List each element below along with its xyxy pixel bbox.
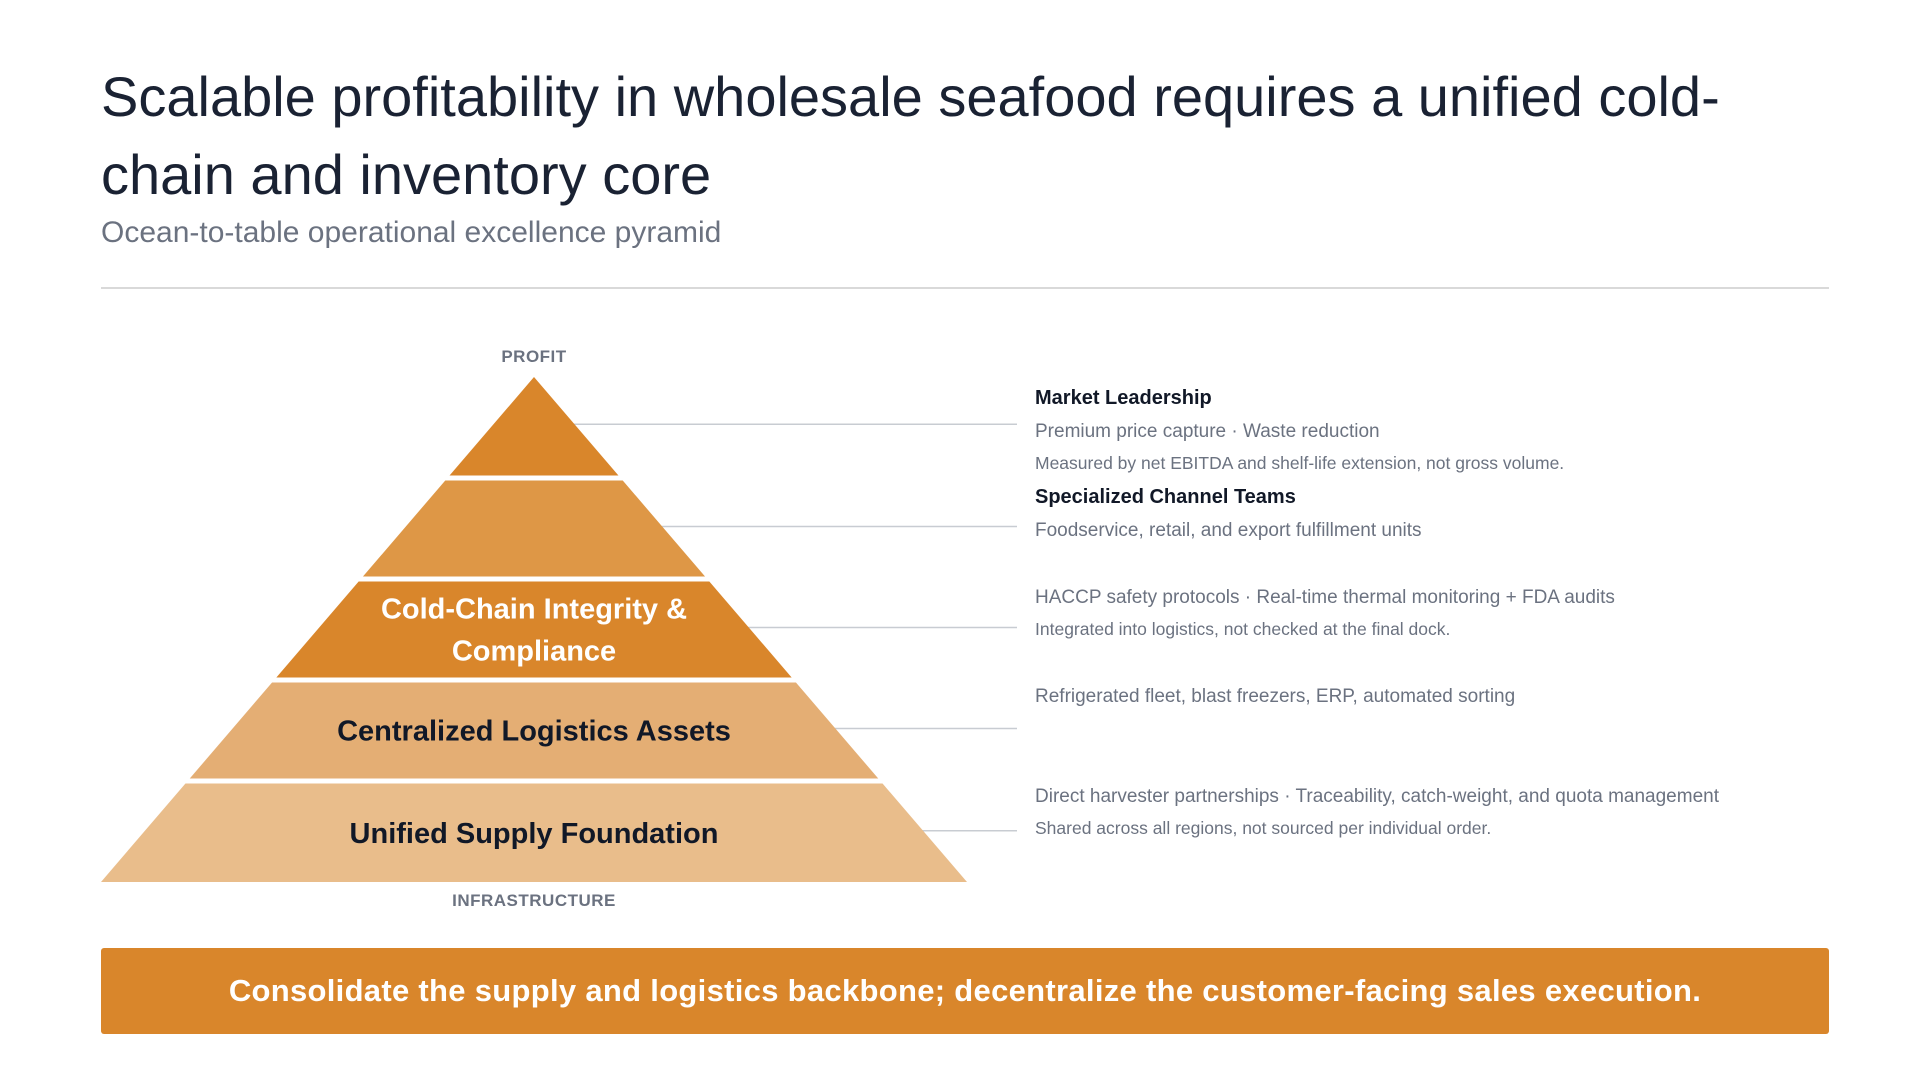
tier-description-line: Refrigerated fleet, blast freezers, ERP,… (1035, 686, 1516, 707)
pyramid-tier-5-label: Unified Supply Foundation (350, 818, 719, 850)
pyramid-tier-4 (189, 682, 879, 779)
takeaway-banner: Consolidate the supply and logistics bac… (101, 948, 1829, 1034)
tier-description-4: Refrigerated fleet, blast freezers, ERP,… (1035, 684, 1515, 716)
pyramid-tiers: Cold-Chain Integrity & ComplianceCentrali… (101, 377, 967, 882)
slide-subtitle: Ocean-to-table operational excellence py… (101, 216, 722, 249)
connector-lines (562, 423, 1017, 832)
tier-description-note: Measured by net EBITDA and shelf-life ex… (1035, 453, 1565, 473)
tier-description-line: Direct harvester partnerships · Traceabi… (1035, 786, 1719, 807)
pyramid-tier-4-label: Centralized Logistics Assets (337, 716, 731, 748)
takeaway-text: Consolidate the supply and logistics bac… (228, 973, 1702, 1008)
tier-description-3: HACCP safety protocols · Real-time therm… (1035, 585, 1615, 641)
tier-description-line: Premium price capture · Waste reduction (1035, 421, 1380, 442)
pyramid-tier-3-label: Compliance (452, 636, 616, 668)
pyramid-tier-5 (101, 783, 967, 882)
slide-title: Scalable profitability in wholesale seaf… (101, 65, 1720, 206)
pyramid-tier-2 (362, 480, 706, 577)
pyramid-bottom-label: INFRASTRUCTURE (452, 891, 616, 910)
tier-description-title: Specialized Channel Teams (1035, 486, 1296, 508)
pyramid-tier-3 (276, 581, 792, 678)
tier-description-note: Integrated into logistics, not checked a… (1035, 619, 1451, 639)
tier-description-line: HACCP safety protocols · Real-time therm… (1035, 587, 1615, 608)
tier-description-note: Shared across all regions, not sourced p… (1035, 818, 1492, 838)
tier-description-line: Foodservice, retail, and export fulfillm… (1035, 520, 1422, 541)
pyramid-top-label: PROFIT (501, 347, 566, 366)
tier-description-title: Market Leadership (1035, 387, 1212, 409)
tier-description-5: Direct harvester partnerships · Traceabi… (1035, 784, 1719, 840)
pyramid-tier-1 (449, 377, 619, 476)
pyramid-tier-3-label: Cold-Chain Integrity & (381, 594, 687, 626)
title-divider (101, 287, 1829, 289)
